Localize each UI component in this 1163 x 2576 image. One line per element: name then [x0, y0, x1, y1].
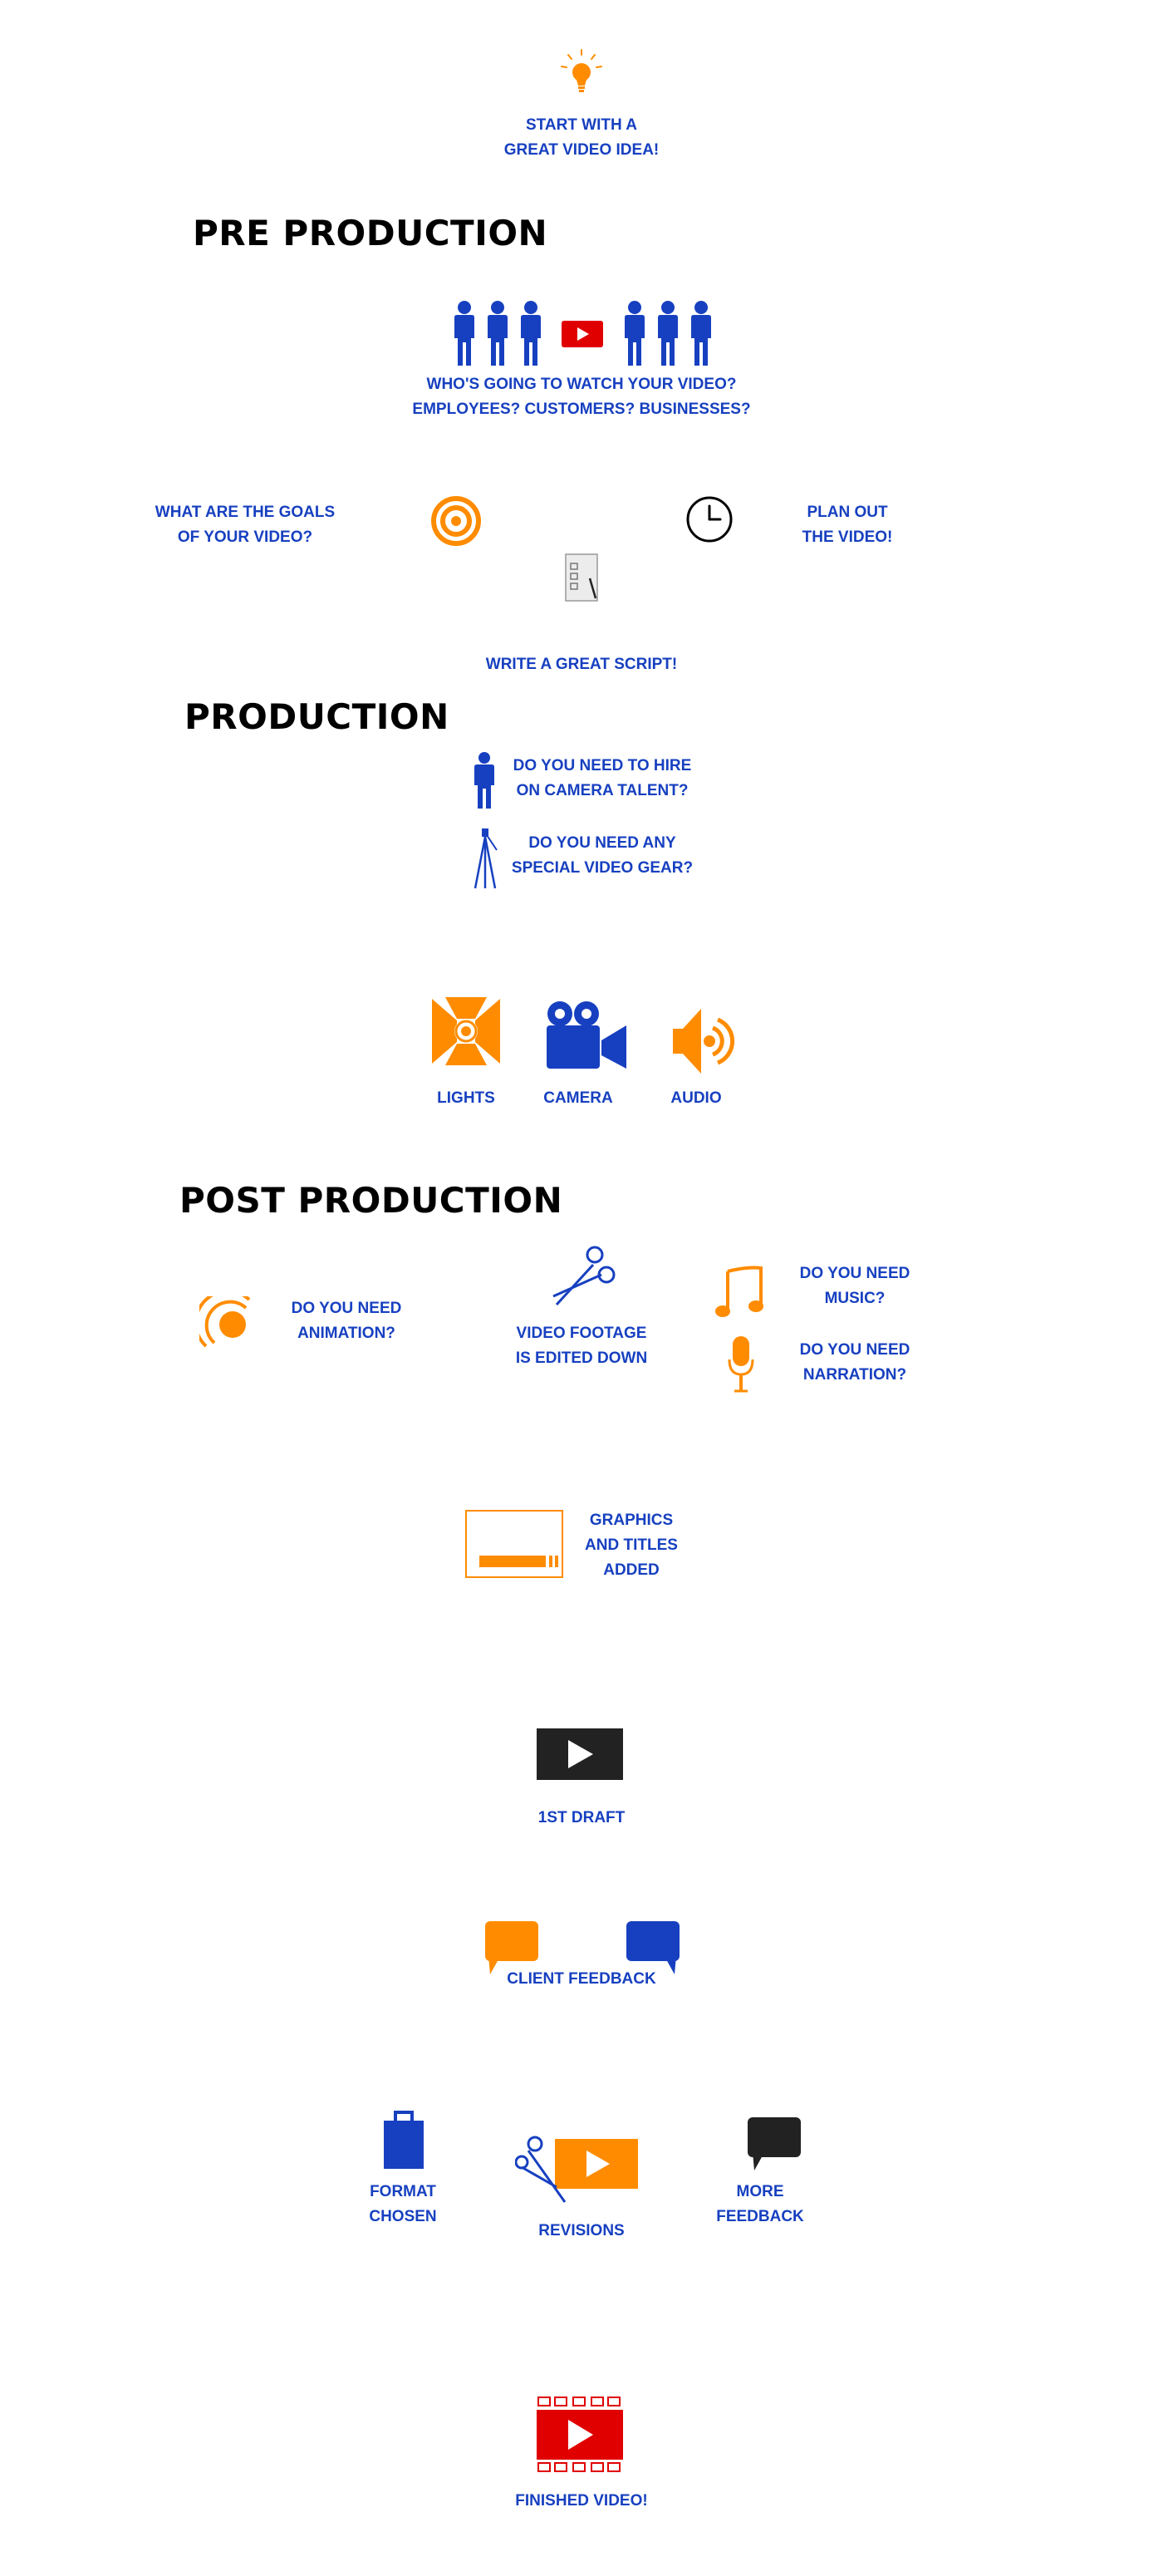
lights-label: LIGHTS	[437, 1089, 495, 1107]
format-label: FORMAT CHOSEN	[369, 2183, 437, 2225]
narration-label: DO YOU NEED NARRATION?	[799, 1341, 910, 1384]
edit-label: VIDEO FOOTAGE IS EDITED DOWN	[515, 1325, 648, 1367]
lightbulb-icon	[558, 48, 605, 100]
music-note-icon	[714, 1263, 768, 1320]
music-label: DO YOU NEED MUSIC?	[799, 1265, 910, 1307]
dark-chat-bubble-icon	[746, 2116, 802, 2174]
draft-label: 1ST DRAFT	[537, 1809, 626, 1826]
talent-label: DO YOU NEED TO HIRE ON CAMERA TALENT?	[513, 757, 692, 799]
clock-icon	[685, 495, 734, 543]
goals-label: WHAT ARE THE GOALS OF YOUR VIDEO?	[155, 504, 336, 546]
audience-label: WHO'S GOING TO WATCH YOUR VIDEO? EMPLOYE…	[412, 376, 751, 418]
camera-label: CAMERA	[543, 1089, 613, 1107]
revisions-icon	[515, 2136, 640, 2205]
client-feedback-label: CLIENT FEEDBACK	[507, 1970, 656, 1988]
blue-chat-bubble-icon	[625, 1920, 681, 1978]
orange-chat-bubble-icon	[483, 1920, 540, 1978]
gear-label: DO YOU NEED ANY SPECIAL VIDEO GEAR?	[511, 834, 694, 877]
more-feedback-label: MORE FEEDBACK	[716, 2183, 804, 2225]
audience-icon	[453, 301, 719, 367]
draft-player-icon	[537, 1728, 623, 1780]
microphone-icon	[726, 1335, 756, 1394]
production-heading: PRODUCTION	[184, 696, 449, 737]
audio-label: AUDIO	[670, 1089, 722, 1107]
animation-label: DO YOU NEED ANIMATION?	[291, 1300, 402, 1342]
speaker-icon	[671, 1005, 744, 1077]
revisions-label: REVISIONS	[538, 2222, 625, 2239]
animation-icon	[199, 1296, 258, 1351]
script-label: WRITE A GREAT SCRIPT!	[485, 656, 678, 673]
finished-video-icon	[537, 2397, 623, 2473]
camera-icon	[545, 1000, 628, 1070]
plan-label: PLAN OUT THE VIDEO!	[802, 504, 893, 546]
graphics-screen-icon	[464, 1509, 564, 1579]
post-production-heading: POST PRODUCTION	[179, 1180, 563, 1221]
graphics-label: GRAPHICS AND TITLES ADDED	[585, 1512, 678, 1579]
tripod-icon	[472, 827, 502, 890]
target-icon	[430, 495, 482, 547]
talent-person-icon	[472, 752, 497, 810]
format-bag-icon	[382, 2109, 425, 2170]
finished-label: FINISHED VIDEO!	[515, 2492, 648, 2510]
pre-production-heading: PRE PRODUCTION	[193, 213, 548, 253]
lights-icon	[432, 997, 500, 1065]
script-icon	[565, 553, 600, 603]
intro-label: START WITH A GREAT VIDEO IDEA!	[503, 116, 660, 159]
scissors-icon	[552, 1245, 616, 1306]
